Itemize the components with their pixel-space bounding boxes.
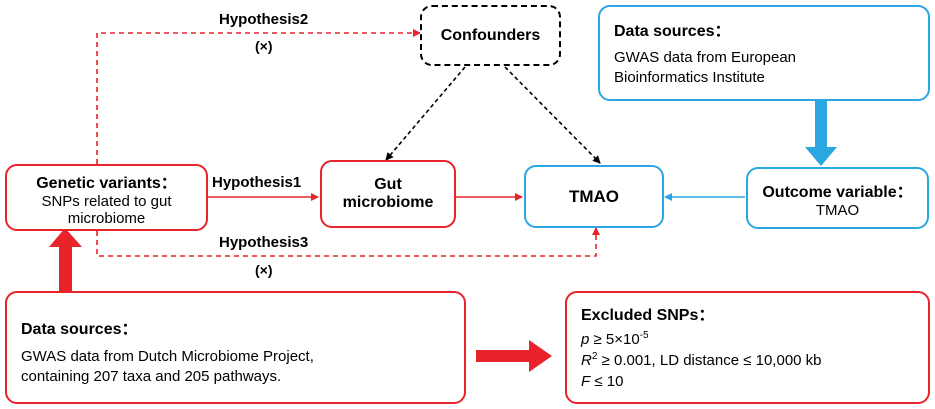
confounders-node: Confounders bbox=[420, 5, 561, 66]
tmao-title: TMAO bbox=[568, 186, 620, 206]
hypothesis2-label: Hypothesis2 bbox=[219, 11, 309, 28]
excluded-snps-f-criterion: F ≤ 10 bbox=[581, 373, 624, 390]
outcome-variable-node: Outcome variable： TMAO bbox=[746, 167, 929, 229]
excluded-snps-r2-criterion: R2 ≥ 0.001, LD distance ≤ 10,000 kb bbox=[581, 351, 822, 370]
edge-hypothesis2 bbox=[96, 29, 421, 164]
gut-microbiome-line1: Gut bbox=[374, 176, 402, 193]
outcome-variable-title: Outcome variable： bbox=[762, 183, 913, 201]
hypothesis2-mark: (×) bbox=[255, 38, 273, 54]
genetic-variants-title: Genetic variants： bbox=[36, 174, 177, 192]
outcome-variable-value: TMAO bbox=[815, 201, 860, 219]
gut-microbiome-node: Gut microbiome bbox=[320, 160, 456, 228]
edge-confounders-to-tmao bbox=[504, 66, 601, 164]
big-arrow-red-right bbox=[476, 340, 552, 372]
confounders-title: Confounders bbox=[440, 26, 541, 44]
data-sources-top-line1: GWAS data from European bbox=[614, 49, 797, 66]
hypothesis3-mark: (×) bbox=[255, 262, 273, 278]
big-arrow-blue bbox=[805, 101, 837, 166]
edge-confounders-to-gut bbox=[385, 66, 466, 161]
data-sources-bottom-line1: GWAS data from Dutch Microbiome Project, bbox=[21, 348, 314, 365]
data-sources-bottom-node: Data sources： GWAS data from Dutch Micro… bbox=[5, 291, 466, 404]
excluded-snps-p-criterion: p ≥ 5×10-5 bbox=[581, 330, 649, 349]
data-sources-bottom-line2: containing 207 taxa and 205 pathways. bbox=[21, 368, 282, 385]
hypothesis3-label: Hypothesis3 bbox=[219, 234, 309, 251]
data-sources-top-title: Data sources： bbox=[614, 23, 731, 40]
hypothesis1-label: Hypothesis1 bbox=[212, 174, 302, 191]
edge-hypothesis3 bbox=[96, 227, 600, 257]
tmao-node: TMAO bbox=[524, 165, 664, 228]
data-sources-top-node: Data sources： GWAS data from European Bi… bbox=[598, 5, 930, 101]
gut-microbiome-line2: microbiome bbox=[342, 194, 434, 211]
genetic-variants-node: Genetic variants： SNPs related to gut mi… bbox=[5, 164, 208, 231]
genetic-variants-line1: SNPs related to gut bbox=[41, 192, 172, 210]
excluded-snps-title: Excluded SNPs： bbox=[581, 307, 715, 324]
big-arrow-red-up bbox=[49, 228, 82, 292]
data-sources-bottom-title: Data sources： bbox=[21, 321, 138, 338]
excluded-snps-node: Excluded SNPs： p ≥ 5×10-5 R2 ≥ 0.001, LD… bbox=[565, 291, 930, 404]
genetic-variants-line2: microbiome bbox=[67, 209, 146, 227]
data-sources-top-line2: Bioinformatics Institute bbox=[614, 69, 765, 86]
